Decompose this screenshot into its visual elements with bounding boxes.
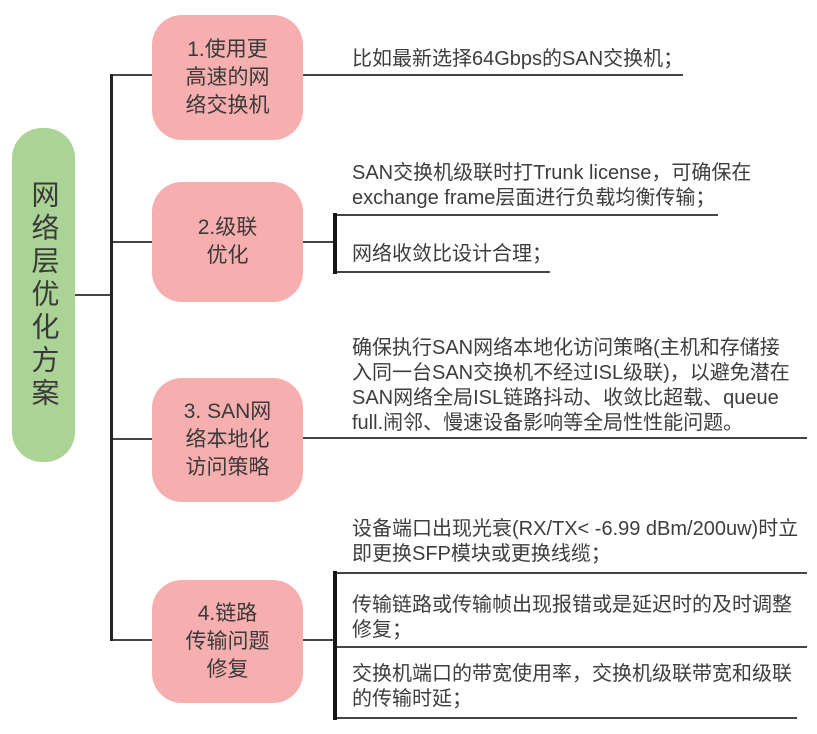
node-label-1: 1.使用更 高速的网 络交换机 (185, 37, 270, 117)
root-connector-line (75, 294, 110, 296)
note-text-3-1: 确保执行SAN网络本地化访问策略(主机和存储接 入同一台SAN交换机不经过ISL… (352, 337, 790, 434)
note-underline-4-2 (337, 646, 807, 648)
note-text-4-2: 传输链路或传输帧出现报错或是延迟时的及时调整 修复； (352, 594, 792, 641)
note-text-4-1: 设备端口出现光衰(RX/TX< -6.99 dBm/200uw)时立 即更换SF… (352, 518, 799, 565)
note-text-2-1: SAN交换机级联时打Trunk license，可确保在 exchange fr… (352, 162, 752, 209)
note-underline-3-1 (303, 437, 807, 439)
node-label-3: 3. SAN网 络本地化 访问策略 (183, 400, 272, 479)
branch-line-3 (113, 438, 152, 440)
note-underline-2-2 (337, 271, 550, 273)
node4-stub-line (303, 639, 337, 641)
note-underline-4-1 (337, 572, 807, 574)
root-node: 网络层优化方案 (12, 128, 75, 462)
node-box-4: 4.链路 传输问题 修复 (152, 580, 303, 703)
branch-line-1 (113, 74, 152, 76)
note-underline-1-1 (303, 74, 683, 76)
note-text-4-3: 交换机端口的带宽使用率，交换机级联带宽和级联 的传输时延； (352, 663, 792, 710)
node-label-4: 4.链路 传输问题 修复 (185, 601, 270, 681)
node2-stub-line (303, 241, 337, 243)
node-box-1: 1.使用更 高速的网 络交换机 (152, 15, 303, 140)
note-text-1-1: 比如最新选择64Gbps的SAN交换机； (352, 48, 684, 70)
node4-bracket-bar (333, 571, 337, 720)
branch-line-4 (113, 639, 152, 641)
node-box-3: 3. SAN网 络本地化 访问策略 (152, 378, 303, 502)
node2-bracket-bar (333, 213, 337, 274)
branch-line-2 (113, 241, 152, 243)
tree-spine-line (110, 74, 113, 641)
note-text-2-2: 网络收敛比设计合理； (352, 243, 552, 265)
node-box-2: 2.级联 优化 (152, 182, 303, 302)
root-node-label: 网络层优化方案 (28, 179, 60, 411)
note-underline-4-3 (337, 717, 797, 719)
note-underline-2-1 (337, 214, 718, 216)
node-label-2: 2.级联 优化 (197, 216, 258, 267)
